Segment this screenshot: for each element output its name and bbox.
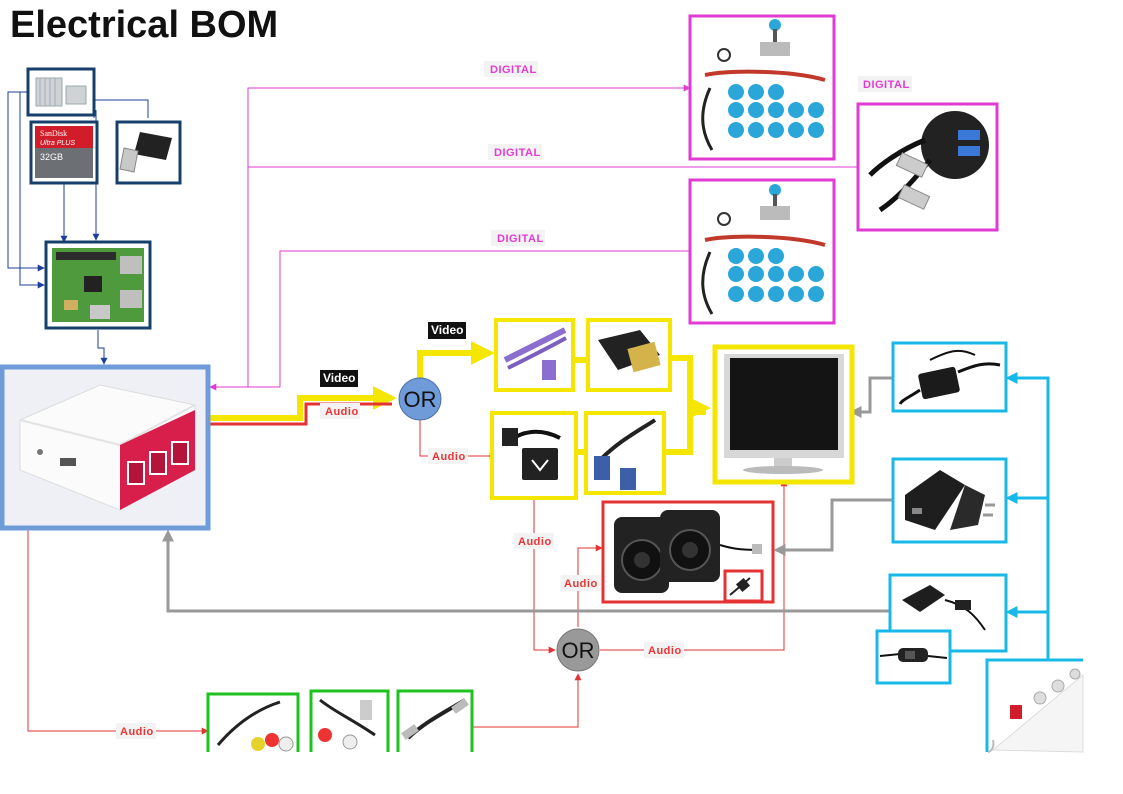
speakers-box	[603, 502, 773, 602]
or-node-video: OR	[399, 378, 441, 420]
digital-label-1: DIGITAL	[484, 61, 538, 77]
power-connectors-cyan	[1008, 378, 1048, 660]
hdmi-vga-adapter-box	[492, 413, 576, 498]
audio-label-text: Audio	[648, 645, 682, 657]
vga-cable-box	[586, 413, 664, 493]
audio-label-3: Audio	[514, 533, 554, 549]
svg-text:32GB: 32GB	[40, 152, 63, 162]
digital-label-text: DIGITAL	[490, 64, 537, 76]
audio-label-text: Audio	[518, 536, 552, 548]
pi-case-box	[2, 367, 208, 528]
audio-jack-cable-box	[398, 691, 472, 752]
video-output-line	[210, 398, 392, 424]
audio-label-1: Audio	[320, 403, 360, 419]
digital-label-4: DIGITAL	[491, 230, 545, 246]
video-label-text: Video	[323, 371, 355, 385]
sd-card-icon: SanDisk Ultra PLUS 32GB	[35, 126, 93, 178]
raspberry-pi-board-box	[46, 242, 150, 328]
or-label: OR	[404, 387, 437, 412]
audio-label-5: Audio	[644, 642, 684, 658]
power-strip-icon	[988, 669, 1083, 752]
monitor-box	[715, 347, 852, 482]
arcade-kit-1-box	[690, 16, 834, 159]
monitor-icon	[724, 354, 844, 474]
hdmi-dvi-adapter-box	[588, 320, 670, 390]
usb-dongle-box	[117, 122, 180, 183]
audio-label-text: Audio	[325, 406, 359, 418]
audio-label-text: Audio	[432, 451, 466, 463]
inline-switch-box	[877, 631, 950, 683]
audio-label-2: Audio	[428, 448, 468, 464]
monitor-power-supply-box	[893, 343, 1006, 411]
speaker-power-adapter-box	[893, 459, 1006, 542]
digital-label-text: DIGITAL	[494, 147, 541, 159]
rca-splitter-box	[311, 691, 388, 752]
circuit-board-icon	[52, 248, 144, 322]
digital-label-3: DIGITAL	[488, 144, 542, 160]
digital-label-text: DIGITAL	[497, 233, 544, 245]
svg-text:SanDisk: SanDisk	[40, 129, 67, 138]
video-label-text: Video	[431, 323, 463, 337]
digital-label-text: DIGITAL	[863, 79, 910, 91]
or-label: OR	[562, 638, 595, 663]
volume-control-box	[725, 571, 762, 601]
audio-label-text: Audio	[120, 726, 154, 738]
power-strip-box	[987, 660, 1083, 752]
usb-panel-mount-box	[858, 104, 997, 230]
heatsinks-box	[28, 69, 94, 115]
video-label-2: Video	[428, 322, 466, 339]
sd-card-box: SanDisk Ultra PLUS 32GB	[31, 122, 97, 183]
audio-rca-cable-box	[208, 694, 298, 752]
arcade-kit-2-box	[690, 180, 834, 323]
hdmi-cable-box	[496, 320, 573, 390]
digital-label-2: DIGITAL	[858, 76, 912, 92]
svg-text:Ultra PLUS: Ultra PLUS	[40, 140, 75, 147]
audio-label-6: Audio	[116, 723, 156, 739]
audio-label-4: Audio	[561, 575, 601, 591]
video-label-1: Video	[320, 370, 358, 387]
or-node-audio: OR	[557, 629, 599, 671]
audio-label-text: Audio	[564, 578, 598, 590]
